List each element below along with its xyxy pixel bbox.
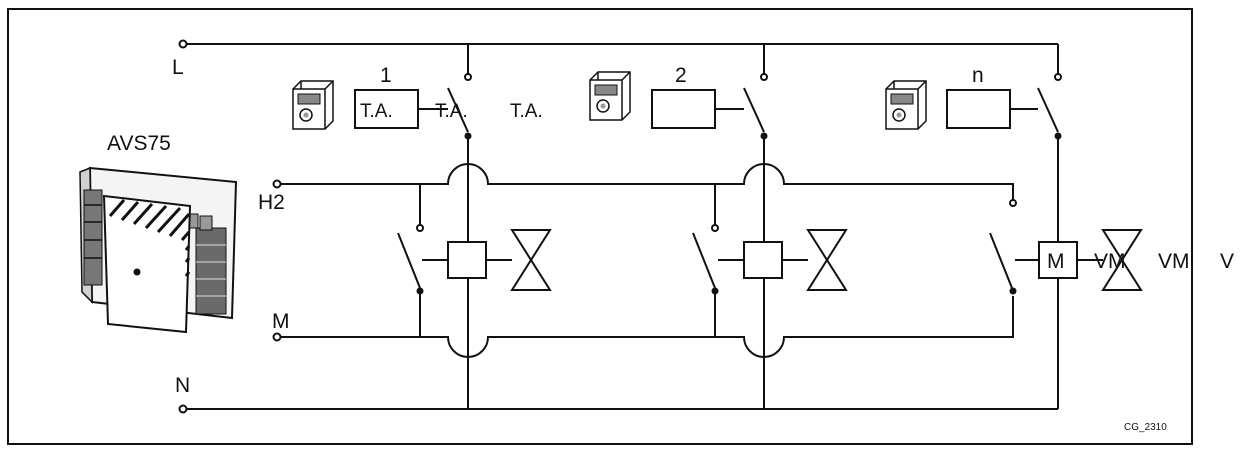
line-label-m: M [272,310,290,333]
overflow-label-ta-b: T.A. [510,101,543,122]
line-label-n: N [175,374,190,397]
two-way-valve-icon [1101,229,1143,291]
line-label-h2: H2 [258,191,285,214]
controller-model-label: AVS75 [107,132,171,155]
two-way-valve-icon [510,229,552,291]
zone-n: n M [885,44,1143,409]
thermostat-device-icon [885,80,927,130]
zone-1-thermostat-label: T.A. [360,101,393,122]
overflow-label-vm-a: VM [1094,250,1126,273]
zone-2: 2 [589,44,848,409]
overflow-label-v: V [1220,250,1234,273]
thermostat-device-icon [589,71,631,121]
zone-n-number: n [972,64,984,87]
drawing-code: CG_2310 [1124,422,1167,433]
two-way-valve-icon [806,229,848,291]
avs75-module-icon [79,166,238,334]
line-h2 [280,163,1014,200]
zone-1-number: 1 [380,64,392,87]
line-m [280,296,1014,358]
overflow-label-vm-b: VM [1158,250,1190,273]
thermostat-device-icon [292,80,334,130]
zone-1: 1 T.A. [292,44,552,409]
overflow-label-ta-a: T.A. [435,101,468,122]
zone-2-number: 2 [675,64,687,87]
zone-n-valve-motor-label: M [1047,250,1065,273]
line-label-l: L [172,56,184,79]
